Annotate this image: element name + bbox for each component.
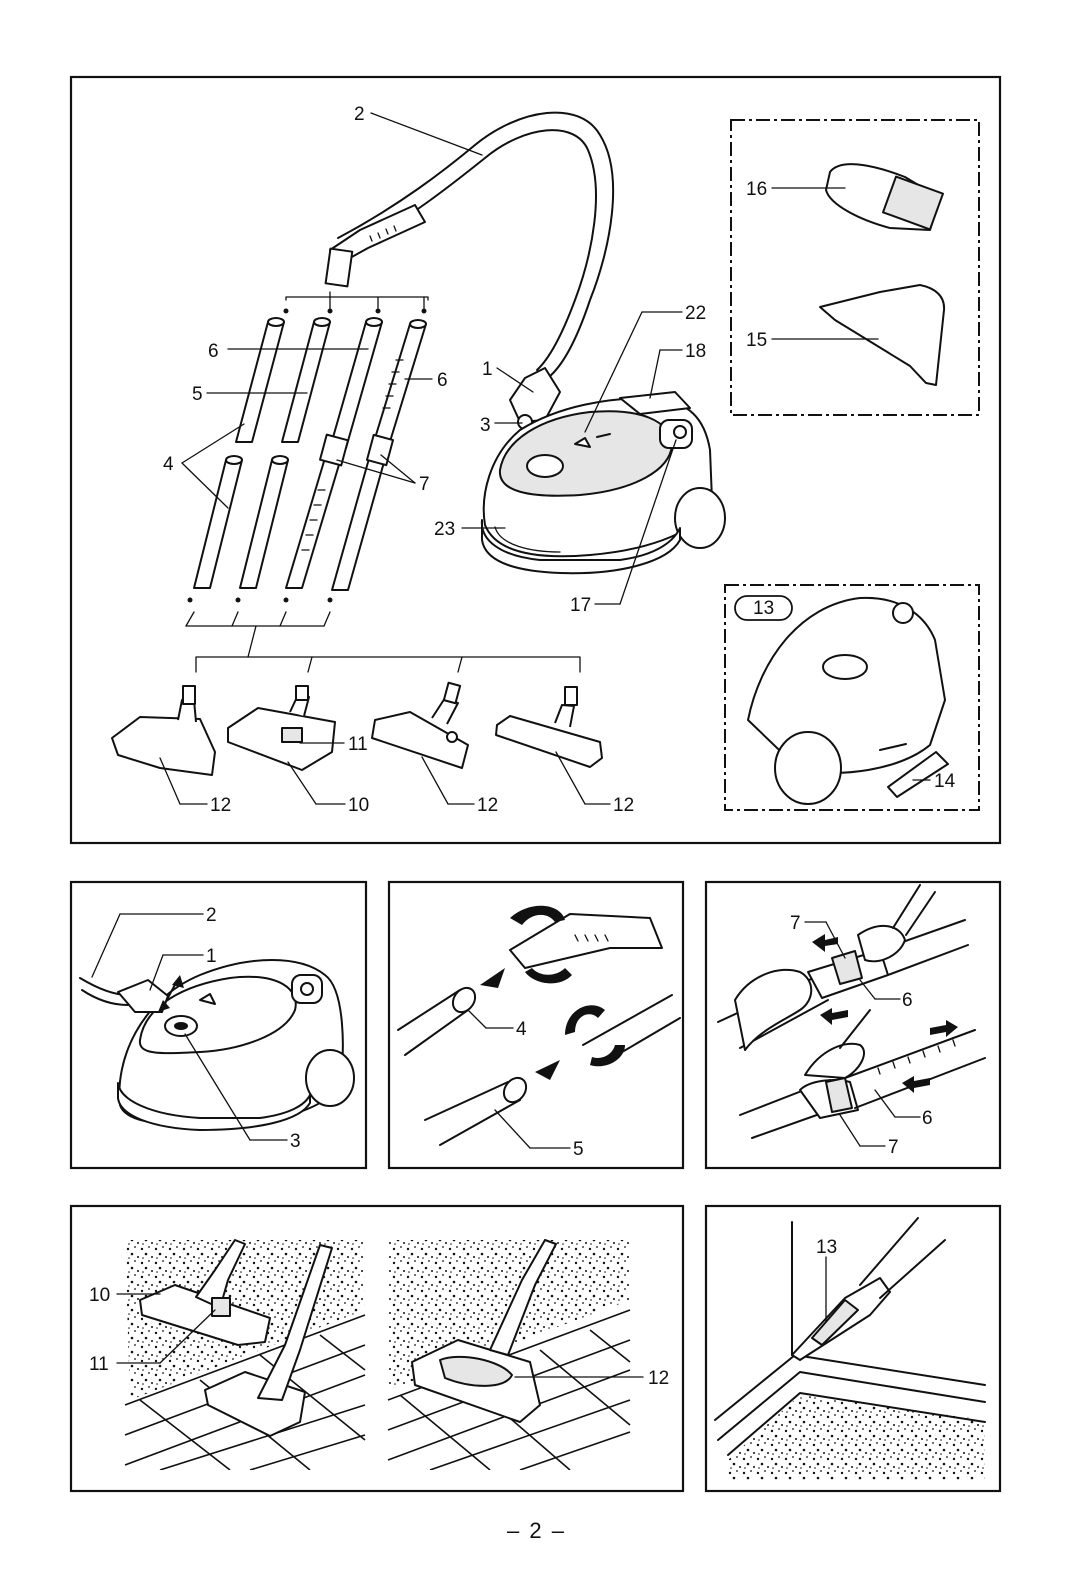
label-p5-nozzle: 10 [89,1285,110,1306]
label-p6-crevice: 13 [816,1237,837,1258]
label-p3-pipe-lower: 4 [516,1019,527,1040]
label-floor-nozzle-combo: 10 [348,795,369,816]
panel-connect-pipes: 4 5 [389,882,683,1168]
label-pipe-telescopic-b: 6 [437,370,448,391]
label-p2-hose: 2 [206,905,217,926]
floor-nozzles-illustration [112,683,602,775]
label-pedal: 11 [348,734,368,755]
label-p5-nozzle-right: 12 [648,1368,669,1389]
label-pipe-lower: 4 [163,454,174,475]
label-floor-nozzle-b: 12 [477,795,498,816]
label-p4-tele-top: 6 [902,990,913,1011]
label-crevice-tool: 14 [934,771,956,792]
label-indicator: 22 [685,303,706,324]
label-hose-end: 1 [482,359,493,380]
label-cord-rewind: 23 [434,519,455,540]
accessories-box [731,120,979,415]
label-p4-slide-top: 7 [790,913,801,934]
label-pipe-telescopic-a: 6 [208,341,219,362]
label-slide: 7 [419,474,430,495]
panel-floor-cleaning: 10 11 12 [71,1206,683,1491]
label-floor-nozzle-a: 12 [210,795,231,816]
label-p4-tele-bottom: 6 [922,1108,933,1129]
label-floor-nozzle-c: 12 [613,795,634,816]
main-panel: 2 1 3 6 5 4 6 7 22 18 23 17 16 15 13 14 … [71,77,1000,843]
label-p5-pedal: 11 [89,1354,109,1375]
hose-illustration [326,113,613,429]
panel-attach-hose: 2 1 3 [71,882,366,1168]
label-hose-lock: 3 [480,415,491,436]
label-power-button: 17 [570,595,591,616]
label-p2-hose-end: 1 [206,946,217,967]
label-pipe-upper: 5 [192,384,203,405]
label-upholstery-nozzle: 15 [746,330,767,351]
label-p2-lock: 3 [290,1131,301,1152]
panel-telescopic-pipe: 7 6 6 7 [706,882,1000,1168]
label-hose: 2 [354,104,365,125]
label-handle: 18 [685,341,706,362]
label-p3-pipe-upper: 5 [573,1139,584,1160]
page-number: – 2 – [0,1518,1073,1544]
label-crevice-storage: 13 [753,598,774,619]
label-p4-slide-bottom: 7 [888,1137,899,1158]
panel-crevice-tool: 13 [706,1206,1000,1491]
label-dust-brush: 16 [746,179,767,200]
